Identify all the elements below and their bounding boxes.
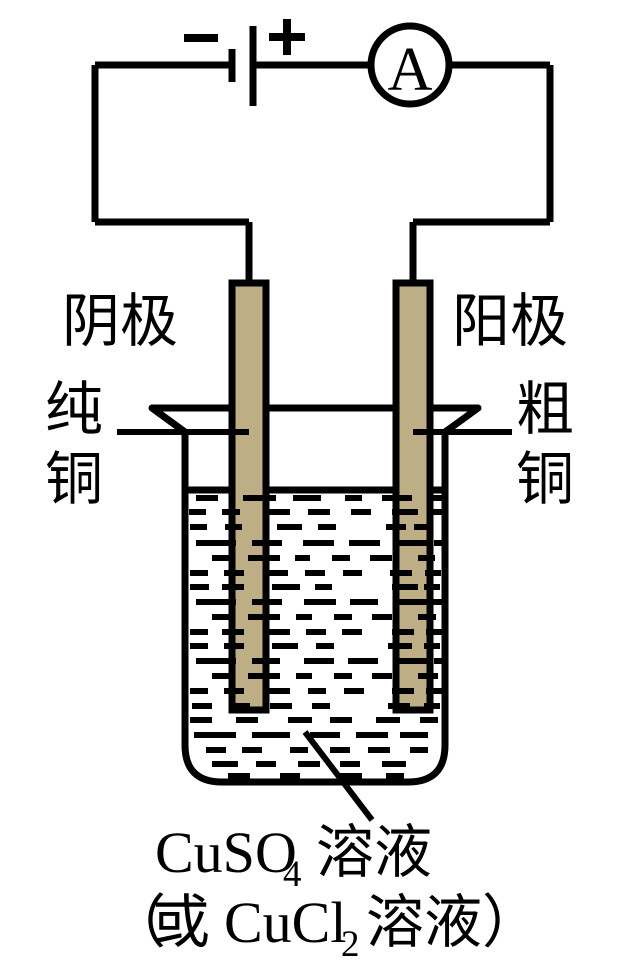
ammeter-circle [367,22,453,108]
cathode-material-label-line1: 纯 [45,375,103,443]
caption-line2-open-paren: （ [108,888,166,956]
circuit-wiring [91,61,554,280]
anode-material-label-line2: 铜 [516,445,574,513]
caption-line2-or: 或 [152,888,210,956]
beaker-rim-right-flare [441,404,482,436]
caption-line2-close-paren: ） [482,888,540,956]
solution-dashes [189,495,443,779]
caption-line2-subscript: 2 [341,924,360,961]
leader-line-solution [302,730,375,822]
anode-material-label-line1: 粗 [516,375,574,443]
ammeter: A [367,22,453,108]
beaker-spout-left [148,404,189,436]
caption-line1-suffix: 溶液 [316,818,432,886]
caption-line2-suffix: 溶液 [366,888,482,956]
caption-block: CuSO 4 溶液 （ 或 CuCl 2 溶液 ） [108,818,540,961]
anode-role-label: 阳极 [452,287,568,355]
caption-line1-subscript: 4 [283,854,302,895]
cathode-role-label: 阴极 [62,287,178,355]
cathode-material-label-line2: 铜 [45,445,103,513]
battery-symbol [184,19,305,106]
caption-line1-formula: CuSO [155,820,297,885]
caption-line2-formula: CuCl [224,890,347,955]
ammeter-label: A [388,36,433,104]
